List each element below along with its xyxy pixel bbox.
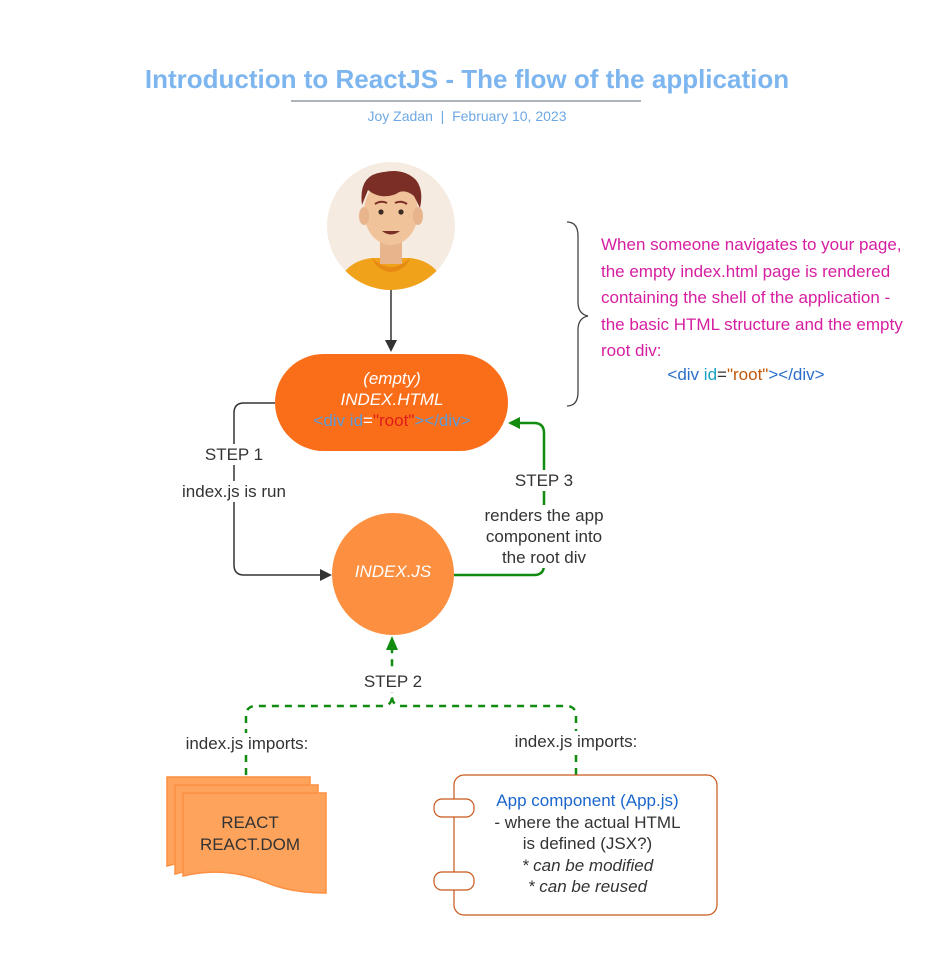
- brace-icon: [566, 221, 589, 407]
- arrow-step2-head: [386, 636, 398, 650]
- step2-label: STEP 2: [358, 671, 428, 692]
- app-component-line4: * can be reused: [527, 877, 648, 896]
- react-dom-label: REACT.DOM: [199, 835, 301, 854]
- byline-separator: |: [440, 108, 445, 124]
- index-html-label: (empty) INDEX.HTML <div id="root"></div>: [276, 368, 508, 431]
- user-avatar-icon: [327, 162, 455, 290]
- note-code-open: <div: [667, 365, 700, 384]
- arrow-step3: [454, 417, 546, 577]
- explanation-note: When someone navigates to your page, the…: [601, 235, 903, 360]
- step3-desc-line3: the root div: [501, 548, 587, 567]
- app-component-title: App component (App.js): [496, 791, 679, 810]
- page-title: Introduction to ReactJS - The flow of th…: [144, 64, 790, 94]
- title-divider: [291, 100, 641, 102]
- app-component-line2: is defined (JSX?): [522, 834, 653, 853]
- react-docs-node: [166, 776, 327, 894]
- step1-desc: index.js is run: [176, 481, 292, 502]
- note-code-close: ></div>: [768, 365, 825, 384]
- react-docs-label: REACT REACT.DOM: [190, 812, 310, 856]
- note-code-eq: =: [717, 365, 727, 384]
- app-component-node: [433, 774, 718, 916]
- index-js-label: INDEX.JS: [354, 562, 432, 581]
- arrow-step2: [244, 648, 578, 775]
- index-js-node: [332, 513, 454, 635]
- index-html-empty: (empty): [363, 369, 421, 388]
- app-component-line1: - where the actual HTML: [494, 812, 681, 832]
- imports-left: index.js imports:: [178, 733, 316, 754]
- date: February 10, 2023: [452, 108, 567, 124]
- byline: Joy Zadan | February 10, 2023: [0, 108, 934, 124]
- note-code-value: "root": [726, 365, 769, 384]
- index-html-code: <div id="root"></div>: [276, 410, 508, 431]
- note-code-attr: id: [703, 365, 718, 384]
- note-code: <div id="root"></div>: [601, 365, 891, 385]
- step1-label: STEP 1: [200, 444, 268, 465]
- step3-desc-line2: component into: [485, 527, 603, 546]
- react-label: REACT: [221, 813, 279, 832]
- app-component-label: App component (App.js) - where the actua…: [470, 790, 705, 898]
- imports-right: index.js imports:: [507, 731, 645, 752]
- app-component-line3: * can be modified: [521, 855, 654, 875]
- code-open-tag: <div: [313, 411, 346, 430]
- code-close-tag: ></div>: [414, 411, 471, 430]
- step3-desc: renders the app component into the root …: [474, 505, 614, 568]
- index-html-node: [275, 354, 508, 451]
- author: Joy Zadan: [367, 108, 433, 124]
- index-html-name: INDEX.HTML: [340, 390, 444, 409]
- code-attr: id: [349, 411, 364, 430]
- code-value: "root": [372, 411, 415, 430]
- code-eq: =: [363, 411, 373, 430]
- step3-label: STEP 3: [509, 470, 579, 491]
- step3-desc-line1: renders the app: [484, 506, 604, 525]
